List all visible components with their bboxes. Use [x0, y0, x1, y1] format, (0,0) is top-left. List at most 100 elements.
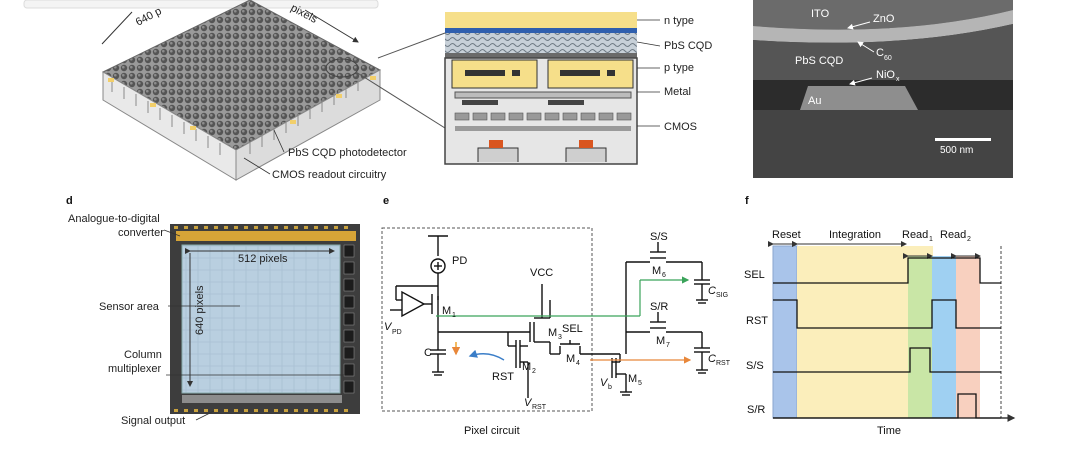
- sem-au-electrode: [800, 86, 918, 110]
- label-pd: PD: [452, 255, 467, 267]
- label-m5-sub: 5: [638, 380, 642, 387]
- panel-e-letter: e: [383, 195, 389, 207]
- panel-c-sem-image: ITO ZnO PbS CQD C 60 NiO x Au 500 nm: [753, 0, 1013, 178]
- label-ss: S/S: [650, 231, 668, 243]
- label-m5: M: [628, 373, 637, 385]
- label-rst: RST: [492, 371, 514, 383]
- pixels-512-label: 512 pixels: [238, 253, 288, 265]
- sensor-area-label: Sensor area: [99, 301, 160, 313]
- label-m6: M: [652, 265, 661, 277]
- label-m6-sub: 6: [662, 272, 666, 279]
- layer-pbs-cqd: [445, 33, 637, 53]
- phase-read1-band: [908, 256, 932, 418]
- pointer-photodetector: [273, 129, 285, 153]
- phase-read2-label: Read: [940, 229, 966, 241]
- layer-label-n-type: n type: [664, 15, 694, 27]
- label-csig-sub: SIG: [716, 292, 728, 299]
- panel-a-sensor-array: 640 p pixels PbS CQD photodetector CMOS …: [101, 0, 446, 181]
- signal-label-sr: S/R: [747, 404, 765, 416]
- label-m3: M: [548, 327, 557, 339]
- layer-label-metal: Metal: [664, 86, 691, 98]
- layer-label-p-type: p type: [664, 62, 694, 74]
- label-sr: S/R: [650, 301, 668, 313]
- label-m2-sub: 2: [532, 368, 536, 375]
- label-vrst: V: [524, 397, 533, 409]
- pixel-circuit-box: [381, 227, 593, 412]
- overlay-strip: [23, 0, 379, 9]
- phase-reset-label: Reset: [772, 229, 801, 241]
- sensor-area-region: [181, 244, 341, 394]
- layer-label-cmos: CMOS: [664, 121, 697, 133]
- contact-pads: [108, 76, 376, 130]
- sem-label-pbs: PbS CQD: [795, 55, 843, 67]
- label-vcc: VCC: [530, 267, 553, 279]
- label-vb: V: [600, 377, 609, 389]
- phase-read1-sub: 1: [929, 236, 933, 243]
- phase-read2-sub: 2: [967, 236, 971, 243]
- layer-blue: [445, 28, 637, 33]
- label-m1-sub: 1: [452, 312, 456, 319]
- sem-label-nio-sub: x: [896, 76, 900, 83]
- panel-f-letter: f: [745, 195, 749, 207]
- signal-output-label: Signal output: [121, 415, 185, 427]
- label-vb-sub: b: [608, 384, 612, 391]
- panel-d-letter: d: [66, 195, 73, 207]
- pixels-640-label: 640 pixels: [194, 285, 206, 335]
- zoom-line: [355, 71, 446, 129]
- adc-label-line1: Analogue-to-digital: [68, 213, 160, 225]
- column-mux-blocks: [343, 244, 355, 394]
- adc-label-line2: converter: [118, 227, 164, 239]
- column-label-line2: multiplexer: [108, 363, 162, 375]
- wave-ss: [773, 347, 1001, 373]
- label-m4-sub: 4: [576, 360, 580, 367]
- label-m4: M: [566, 353, 575, 365]
- signal-label-sel: SEL: [744, 269, 765, 281]
- label-crst: C: [708, 353, 716, 365]
- dim-640-label: 640 p: [134, 5, 164, 29]
- sem-label-ito: ITO: [811, 8, 830, 20]
- panel-e-pixel-circuit: e: [381, 195, 731, 437]
- sem-label-c60: C: [876, 47, 884, 59]
- signal-label-rst: RST: [746, 315, 768, 327]
- dim-arrow-640: [101, 11, 133, 45]
- phase-read1-label: Read: [902, 229, 928, 241]
- phase-read2-band: [956, 256, 980, 418]
- dim-arrow-pixels: [304, 9, 359, 43]
- label-m7: M: [656, 335, 665, 347]
- panel-b-cross-section: n type PbS CQD p type Metal CMOS: [444, 12, 712, 165]
- sem-label-au: Au: [808, 95, 821, 107]
- bond-pads: [174, 226, 348, 412]
- label-m1: M: [442, 305, 451, 317]
- phase-integration-label: Integration: [829, 229, 881, 241]
- sem-label-c60-sub: 60: [884, 55, 892, 62]
- label-m3-sub: 3: [558, 334, 562, 341]
- adc-strip: [176, 231, 356, 241]
- wave-rst: [773, 299, 1001, 329]
- pointer-cmos: [243, 157, 271, 175]
- wave-sel: [773, 257, 1001, 284]
- circuit-wires: [390, 235, 710, 398]
- label-csig: C: [708, 285, 716, 297]
- column-label-line1: Column: [124, 349, 162, 361]
- photodetector-label: PbS CQD photodetector: [288, 147, 407, 159]
- pixel-circuit-caption: Pixel circuit: [464, 425, 520, 437]
- panel-f-timing-diagram: f Reset Integration Read 1 Read 2 SEL RS…: [744, 195, 1016, 437]
- zoom-circle: [325, 58, 359, 78]
- signal-label-ss: S/S: [746, 360, 764, 372]
- label-c: C: [424, 347, 432, 359]
- label-m7-sub: 7: [666, 342, 670, 349]
- layer-contact: [445, 53, 637, 58]
- label-sel: SEL: [562, 323, 583, 335]
- phase-read1-sel-band: [932, 256, 956, 418]
- label-crst-sub: RST: [716, 360, 731, 367]
- array-right-face: [235, 69, 381, 181]
- label-vpd: V: [384, 321, 393, 333]
- cmos-label: CMOS readout circuitry: [272, 169, 387, 181]
- label-m2: M: [522, 361, 531, 373]
- panel-d-chip: d 512 pixels 640 pixels Analogue-to-digi…: [66, 195, 360, 427]
- scale-bar: [935, 138, 991, 141]
- zoom-line-top: [377, 32, 446, 59]
- layer-n-type: [445, 12, 637, 28]
- sem-label-zno: ZnO: [873, 13, 895, 25]
